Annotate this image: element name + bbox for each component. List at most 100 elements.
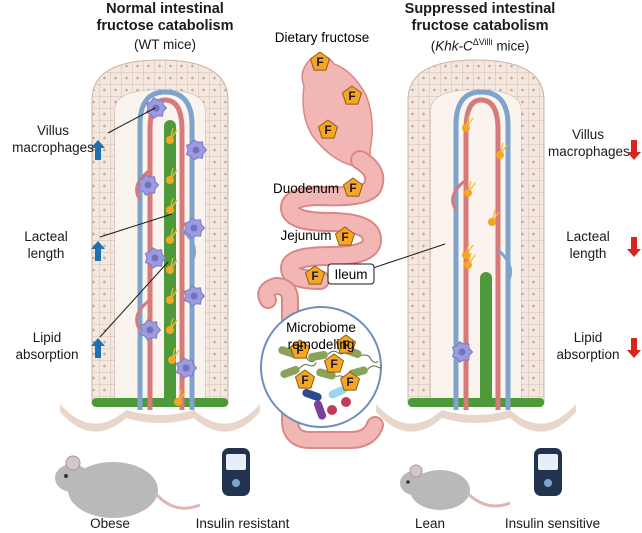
right-title: Suppressed intestinal fructose catabolis… [385,1,575,35]
lipid-droplet [166,257,178,274]
small-intestine-fill [281,152,383,288]
left-lipid-up-arrow [91,338,105,358]
lipid-droplet [166,197,178,214]
right-capillary-1 [451,178,467,211]
right-title-line1: Suppressed intestinal [404,1,556,17]
right-glucose-phenotype: Insulin sensitive [504,516,601,531]
ileum-box [327,263,375,285]
right-lipid-line2: absorption [556,347,620,362]
fructose-molecule: F [294,369,316,389]
fructose-molecule: F [335,334,357,354]
bacterium [280,362,317,379]
left-villus-line1: Villus [36,123,70,138]
svg-text:F: F [348,89,355,103]
fructose-molecules: F F F F F F [304,51,364,285]
left-lacteal [164,120,176,405]
svg-text:F: F [316,55,323,69]
lipid-droplet [462,242,474,259]
lipid-droplet [166,317,178,334]
macrophage-cell [451,341,474,363]
fructose-molecule: F [304,265,326,285]
svg-text:F: F [349,181,356,195]
left-lacteal-line1: Lacteal [24,229,68,244]
left-capillary-3 [135,298,151,331]
fructose-molecule: F [342,177,364,197]
macrophage-cell [139,319,162,341]
coccus [341,397,351,407]
gut-tract [257,55,385,449]
left-lacteal-length-label: Lacteal length [8,228,84,262]
right-lacteal-length-label: Lacteal length [552,228,624,262]
right-villus-line2: macrophages [548,144,630,159]
bacterium [302,388,322,402]
right-villus-down-arrow [627,140,641,160]
lipid-droplet [464,252,476,269]
right-glucometer [534,448,562,496]
right-lipid-absorption-label: Lipid absorption [552,329,624,363]
left-villus-up-arrow [91,140,105,160]
svg-text:F: F [342,338,349,352]
left-capillary-1 [135,168,151,201]
fructose-molecule: F [334,226,356,246]
right-lacteal-down-arrow [627,237,641,257]
macrophage-cell [183,217,206,239]
lipid-droplet [168,347,180,364]
left-lipid-absorption-label: Lipid absorption [6,329,88,363]
lipid-droplet [166,127,178,144]
jejunum-label: Jejunum [280,228,331,243]
left-title: Normal intestinal fructose catabolism [70,1,260,35]
svg-text:F: F [330,357,337,371]
svg-text:F: F [296,343,303,357]
right-artery [463,97,501,410]
fructose-molecule: F [323,353,345,373]
right-lipid-down-arrow [627,338,641,358]
right-subtitle-gene: Khk-C [435,38,473,54]
fructose-molecule: F [317,119,339,139]
right-lipid-line1: Lipid [573,330,603,345]
lipid-droplet [174,389,186,406]
macrophage-cell [175,357,198,379]
left-mouse-phenotype: Obese [90,516,130,531]
ileum-label: Ileum [334,267,367,282]
colon-fill [259,278,382,447]
lipid-droplet [166,287,178,304]
microbiome-circle [260,306,382,428]
left-subtitle: (WT mice) [134,37,196,52]
left-title-line2: fructose catabolism [96,18,234,34]
svg-text:F: F [301,373,308,387]
left-villus [60,59,260,432]
left-pointer-lines [99,107,173,338]
right-villus-macrophages-label: Villus macrophages [548,126,630,160]
lipid-droplet [496,142,508,159]
right-title-line2: fructose catabolism [411,18,549,34]
left-lacteal-up-arrow [91,241,105,261]
left-artery [147,97,185,410]
right-subtitle-prefix: ( [430,38,436,54]
right-subtitle-super: ΔVilli [472,37,493,47]
macrophage-cell [137,174,160,196]
lipid-droplet [166,227,178,244]
right-vein [453,89,511,410]
left-macrophages [137,97,208,379]
right-lacteal-line2: length [569,246,607,261]
svg-text:F: F [346,375,353,389]
left-lipid-line1: Lipid [32,330,62,345]
dietary-fructose-label: Dietary fructose [275,30,370,45]
right-mouse-phenotype: Lean [414,516,446,531]
lipid-droplet [488,209,500,226]
svg-text:F: F [341,230,348,244]
macrophage-cell [145,97,168,119]
lipid-droplet [462,115,474,132]
left-vein [137,89,195,410]
fructose-molecule: F [339,371,361,391]
left-villus-macrophages-label: Villus macrophages [8,122,98,156]
bacterium [328,385,348,399]
right-lacteal-line1: Lacteal [566,229,610,244]
left-glucose-phenotype: Insulin resistant [195,516,290,531]
right-capillary-2 [497,248,512,283]
microbiome-label-line1: Microbiome [286,320,356,335]
left-title-line1: Normal intestinal [106,1,224,17]
right-subtitle: (Khk-CΔVilli mice) [385,37,575,54]
fructose-molecule: F [289,339,311,359]
